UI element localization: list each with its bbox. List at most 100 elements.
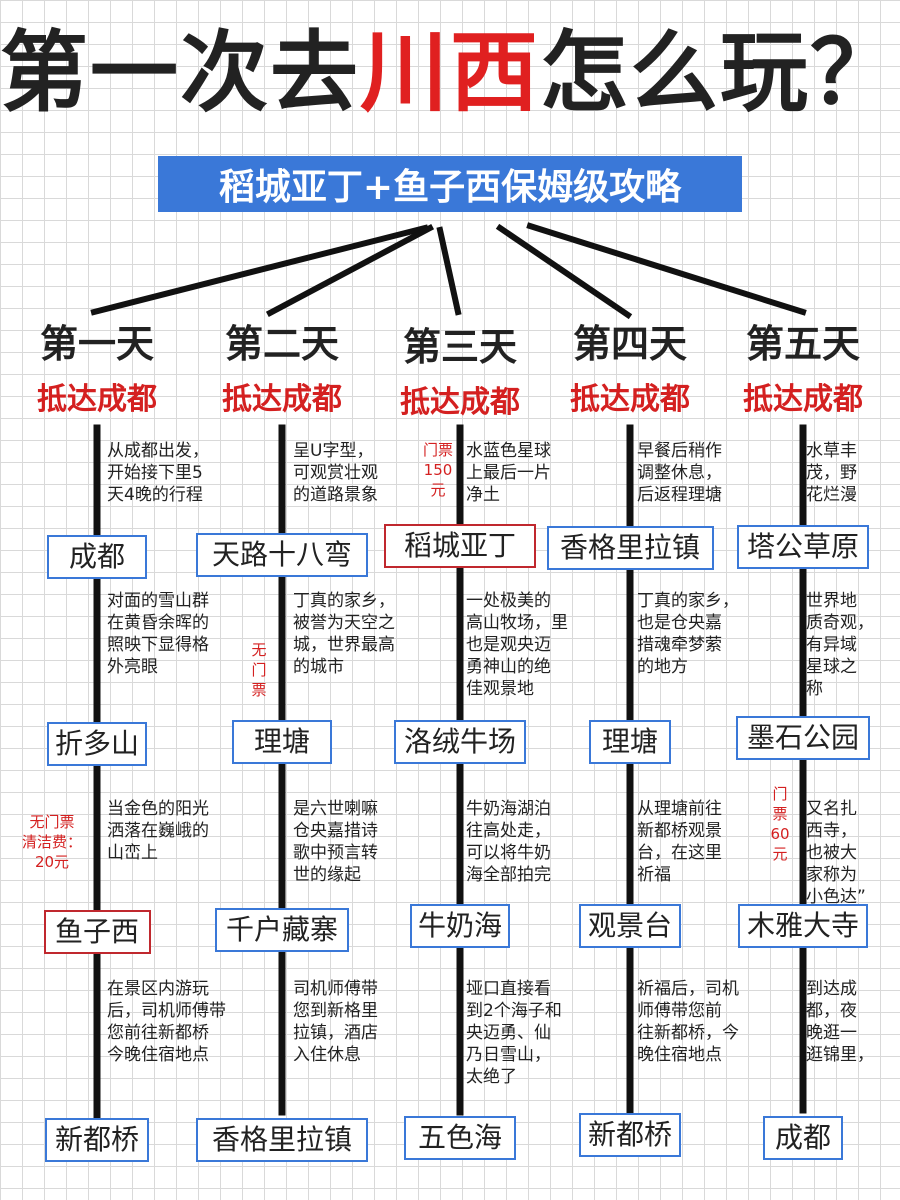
description-line: 都，夜 [806,1001,857,1021]
description-line: 花烂漫 [806,485,857,505]
place-box: 理塘 [589,720,671,764]
page-title: 第一次去川西怎么玩？ [0,18,900,128]
description-line: 逛锦里， [806,1045,874,1065]
day-label-3: 第三天 [402,325,517,369]
description-line: 入住休息 [293,1045,361,1065]
description-line: 小色达” [806,887,866,907]
note-line: 票 [251,681,267,699]
fan-line-5 [526,222,807,316]
description-line: 从理塘前往 [637,799,722,819]
description-line: 有异域 [806,635,857,655]
description-line: 仓央嘉措诗 [293,821,378,841]
title-part-1: 第一次去 [0,21,361,124]
note-line: 无 [251,641,267,659]
place-box: 五色海 [404,1116,516,1160]
description-line: 垭口直接看 [466,979,551,999]
description-line: 在黄昏余晖的 [107,613,209,633]
description-line: 祈福 [637,865,671,885]
place-box: 成都 [763,1116,843,1160]
description-line: 净土 [466,485,500,505]
description-line: 也被大 [806,843,857,863]
route-description: 水草丰茂，野花烂漫 [806,440,857,506]
ticket-note: 门票 150 元 [418,440,458,500]
description-line: 丁真的家乡， [293,591,395,611]
description-line: 您前往新都桥 [107,1023,209,1043]
place-box: 香格里拉镇 [196,1118,368,1162]
description-line: 歌中预言转 [293,843,378,863]
description-line: 世界地 [806,591,857,611]
route-description: 当金色的阳光洒落在巍峨的山峦上 [107,798,209,864]
arrive-label-1: 抵达成都 [37,382,157,417]
description-line: 丁真的家乡， [637,591,739,611]
note-line: 门票 [422,441,453,459]
note-line: 元 [772,845,788,863]
route-description: 早餐后稍作调整休息，后返程理塘 [637,440,722,506]
note-line: 20元 [34,853,70,871]
description-line: 从成都出发， [107,441,209,461]
description-line: 被誉为天空之 [293,613,395,633]
place-box: 牛奶海 [410,904,510,948]
description-line: 也是观央迈 [466,635,551,655]
route-description: 世界地质奇观，有异域星球之称 [806,590,874,700]
note-line: 元 [430,481,446,499]
description-line: 海全部拍完 [466,865,551,885]
title-part-3: 怎么玩？ [540,21,900,124]
description-line: 晚住宿地点 [637,1045,722,1065]
description-line: 祈福后，司机 [637,979,739,999]
note-line: 票 [772,805,788,823]
description-line: 拉镇，酒店 [293,1023,378,1043]
description-line: 称 [806,679,823,699]
description-line: 央迈勇、仙 [466,1023,551,1043]
note-line: 150 [423,461,453,479]
description-line: 太绝了 [466,1067,517,1087]
route-description: 到达成都，夜晚逛一逛锦里， [806,978,874,1066]
description-line: 晚逛一 [806,1023,857,1043]
place-box: 成都 [47,535,147,579]
description-line: 新都桥观景 [637,821,722,841]
route-description: 司机师傅带您到新格里拉镇，酒店入住休息 [293,978,378,1066]
fan-line-2 [265,223,435,318]
fan-line-3 [436,226,462,316]
fan-line-1 [90,224,429,316]
route-description: 呈U字型，可观赏壮观的道路景象 [293,440,378,506]
day-label-2: 第二天 [224,322,339,366]
route-description: 对面的雪山群在黄昏余晖的照映下显得格外亮眼 [107,590,209,678]
description-line: 往新都桥，今 [637,1023,739,1043]
description-line: 对面的雪山群 [107,591,209,611]
route-description: 祈福后，司机师傅带您前往新都桥，今晚住宿地点 [637,978,739,1066]
fan-line-4 [495,223,633,320]
place-box: 洛绒牛场 [394,720,526,764]
description-line: 的道路景象 [293,485,378,505]
description-line: 水草丰 [806,441,857,461]
place-box: 香格里拉镇 [546,526,714,570]
description-line: 今晚住宿地点 [107,1045,209,1065]
route-description: 水蓝色星球上最后一片净土 [466,440,551,506]
description-line: 可以将牛奶 [466,843,551,863]
description-line: 在景区内游玩 [107,979,209,999]
description-line: 茂，野 [806,463,857,483]
description-line: 勇神山的绝 [466,657,551,677]
description-line: 也是仓央嘉 [637,613,722,633]
description-line: 乃日雪山， [466,1045,551,1065]
subtitle-banner: 稻城亚丁+鱼子西保姆级攻略 [158,156,742,212]
description-line: 调整休息， [637,463,722,483]
description-line: 水蓝色星球 [466,441,551,461]
note-line: 无门票 [29,813,75,831]
place-box: 墨石公园 [736,716,870,760]
description-line: 到2个海子和 [466,1001,562,1021]
description-line: 天4晚的行程 [107,485,203,505]
place-box: 稻城亚丁 [384,524,536,568]
description-line: 当金色的阳光 [107,799,209,819]
place-box: 木雅大寺 [738,904,868,948]
route-description: 从理塘前往新都桥观景台，在这里祈福 [637,798,722,886]
description-line: 家称为 [806,865,857,885]
description-line: 质奇观， [806,613,874,633]
day-label-4: 第四天 [572,322,687,366]
arrive-label-4: 抵达成都 [570,382,690,417]
description-line: 往高处走， [466,821,551,841]
description-line: 后，司机师傅带 [107,1001,226,1021]
description-line: 是六世喇嘛 [293,799,378,819]
note-line: 60 [770,825,790,843]
arrive-label-5: 抵达成都 [743,382,863,417]
day-label-1: 第一天 [39,322,154,366]
